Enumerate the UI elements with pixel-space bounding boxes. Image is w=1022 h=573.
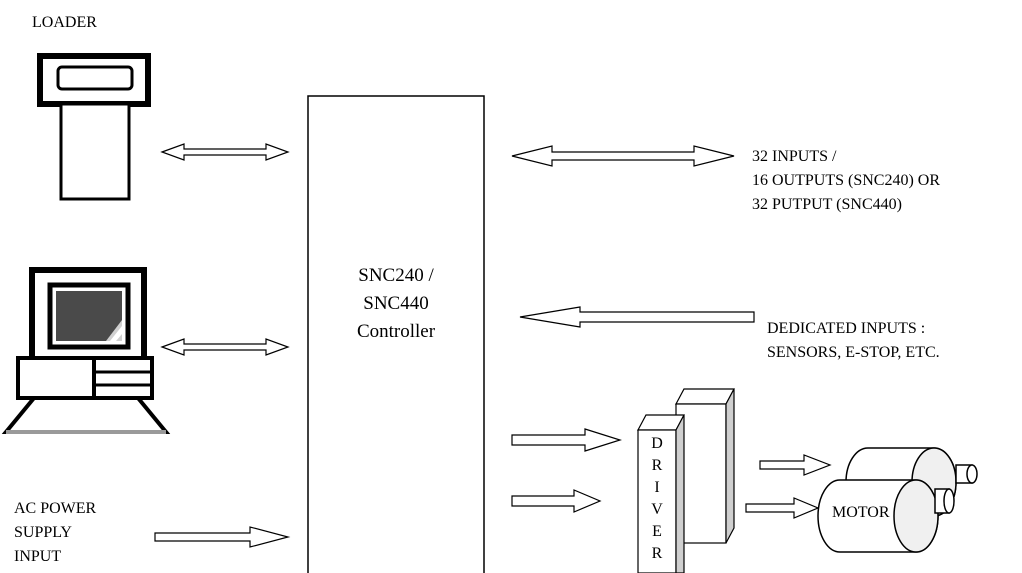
controller-label-line-2: SNC440: [308, 290, 484, 318]
driver-letter: V: [649, 502, 665, 518]
driver-letter: E: [649, 524, 665, 540]
computer-link-arrow: [162, 339, 288, 355]
computer-icon: [6, 270, 166, 432]
motor-drive-arrow-lower: [746, 498, 818, 518]
driver-letter: I: [649, 480, 665, 496]
motor-drive-arrow-upper: [760, 455, 830, 475]
loader-label: LOADER: [32, 12, 97, 34]
io-label-line-2: 16 OUTPUTS (SNC240) OR: [752, 170, 940, 192]
io-link-arrow: [512, 146, 734, 166]
driver-letter: R: [649, 458, 665, 474]
loader-icon: [40, 56, 148, 199]
driver-signal-arrow-lower: [512, 490, 600, 512]
io-label-line-1: 32 INPUTS /: [752, 146, 836, 168]
power-label-line-2: SUPPLY: [14, 522, 72, 544]
motor-label: MOTOR: [832, 502, 890, 524]
power-label-line-1: AC POWER: [14, 498, 96, 520]
loader-link-arrow: [162, 144, 288, 160]
controller-label-line-1: SNC240 /: [308, 262, 484, 290]
dedicated-label-line-2: SENSORS, E-STOP, ETC.: [767, 342, 940, 364]
power-input-arrow: [155, 527, 288, 547]
motor-icon: [818, 448, 977, 552]
io-label-line-3: 32 PUTPUT (SNC440): [752, 194, 902, 216]
dedicated-input-arrow: [520, 307, 754, 327]
controller-label-line-3: Controller: [308, 318, 484, 346]
driver-letter: R: [649, 546, 665, 562]
driver-letter: D: [649, 436, 665, 452]
dedicated-label-line-1: DEDICATED INPUTS :: [767, 318, 925, 340]
power-label-line-3: INPUT: [14, 546, 61, 568]
driver-signal-arrow-upper: [512, 429, 620, 451]
controller-label: SNC240 / SNC440 Controller: [308, 262, 484, 346]
